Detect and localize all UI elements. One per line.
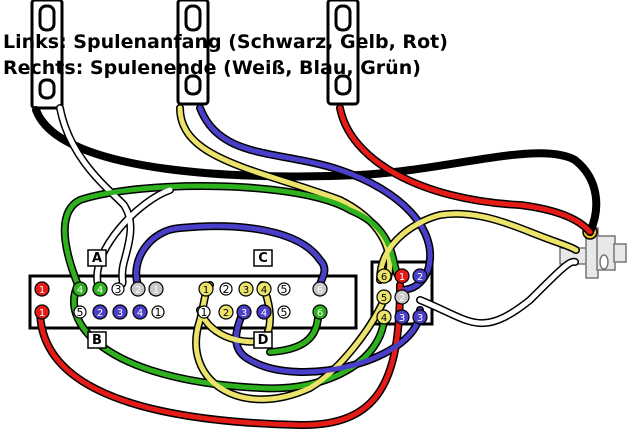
svg-text:1: 1: [203, 285, 209, 296]
svg-text:2: 2: [399, 293, 405, 304]
svg-text:6: 6: [317, 285, 323, 296]
svg-text:4: 4: [261, 285, 267, 296]
svg-text:3: 3: [417, 313, 423, 324]
terminal-p-blue-1: 3: [394, 309, 410, 325]
terminals: 1 1 4 4 2 1 2 3 4 1 3 4 2 3 4 6 6 6 5 4 …: [34, 268, 428, 325]
lug-b5: 5: [77, 306, 84, 319]
wire-red-upper: [337, 105, 593, 235]
svg-text:2: 2: [223, 308, 229, 319]
terminal-yellow-c3: 3: [238, 281, 254, 297]
terminal-blue-b1: 2: [92, 304, 108, 320]
terminal-blue-b2: 3: [112, 304, 128, 320]
lug-a3: 3: [115, 283, 122, 296]
wire-green-upper: [62, 183, 403, 288]
svg-text:6: 6: [381, 272, 387, 283]
terminal-white-col: 6: [312, 281, 328, 297]
terminal-blue-d4: 4: [256, 304, 272, 320]
svg-text:2: 2: [97, 308, 103, 319]
svg-text:4: 4: [261, 308, 267, 319]
terminal-red-2: 1: [34, 304, 50, 320]
wire-yellow-jack: [377, 211, 579, 283]
terminal-p-white: 2: [394, 289, 410, 305]
wire-white-jack: [417, 259, 578, 326]
terminal-blue-b3: 4: [132, 304, 148, 320]
svg-text:4: 4: [381, 313, 387, 324]
section-b: B: [92, 333, 102, 348]
terminal-p-yellow-3: 4: [376, 309, 392, 325]
lug-labels: 3 5 1 2 5 1 5: [73, 282, 291, 319]
terminal-green-a1: 4: [72, 281, 88, 297]
svg-text:1: 1: [153, 285, 159, 296]
terminal-yellow-c4: 4: [256, 281, 272, 297]
terminal-p-yellow-1: 6: [376, 268, 392, 284]
terminal-yellow-d2: 2: [218, 304, 234, 320]
pickup-right: [326, 0, 360, 106]
svg-text:4: 4: [97, 285, 103, 296]
terminal-p-red: 1: [394, 268, 410, 284]
svg-text:3: 3: [399, 313, 405, 324]
wire-white-a-bridge: [94, 187, 173, 288]
wire-blue-loop: [133, 223, 327, 288]
svg-text:1: 1: [399, 272, 405, 283]
svg-text:3: 3: [241, 308, 247, 319]
wire-red-lower: [37, 282, 403, 428]
svg-text:5: 5: [381, 293, 387, 304]
svg-text:4: 4: [77, 285, 83, 296]
wire-blue-lower: [233, 307, 423, 375]
wire-black-upper: [33, 107, 599, 235]
terminal-blue-d3: 3: [236, 304, 252, 320]
svg-text:3: 3: [243, 285, 249, 296]
terminal-p-yellow-2: 5: [376, 289, 392, 305]
svg-text:1: 1: [39, 285, 45, 296]
terminal-white-a2: 1: [148, 281, 164, 297]
caption-start: Links: Spulenanfang (Schwarz, Gelb, Rot): [3, 31, 448, 53]
section-labels: A B C D: [87, 249, 273, 349]
section-d: D: [258, 333, 269, 348]
terminal-white-a1: 2: [130, 281, 146, 297]
pickup-left: [30, 0, 64, 110]
wires: [32, 104, 601, 430]
terminal-p-blue-3: 3: [412, 309, 428, 325]
pickup-middle: [176, 0, 210, 106]
lug-c2: 2: [223, 283, 230, 296]
lug-d1: 1: [201, 306, 208, 319]
terminal-green-col: 6: [312, 304, 328, 320]
wire-green-lower: [71, 282, 387, 391]
terminal-yellow-c1: 1: [198, 281, 214, 297]
svg-text:2: 2: [417, 272, 423, 283]
lug-d5: 5: [281, 306, 288, 319]
terminal-green-a2: 4: [92, 281, 108, 297]
terminal-p-blue-2: 2: [412, 268, 428, 284]
section-a: A: [92, 251, 102, 266]
caption-end: Rechts: Spulenende (Weiß, Blau, Grün): [3, 57, 421, 79]
svg-text:4: 4: [137, 308, 143, 319]
terminal-red-1: 1: [34, 281, 50, 297]
lug-c5: 5: [281, 283, 288, 296]
section-c: C: [258, 251, 268, 266]
wire-yellow-lower: [193, 282, 387, 402]
svg-text:6: 6: [317, 308, 323, 319]
svg-text:3: 3: [117, 308, 123, 319]
svg-text:1: 1: [39, 308, 45, 319]
lug-b1: 1: [155, 306, 162, 319]
svg-text:2: 2: [135, 285, 141, 296]
